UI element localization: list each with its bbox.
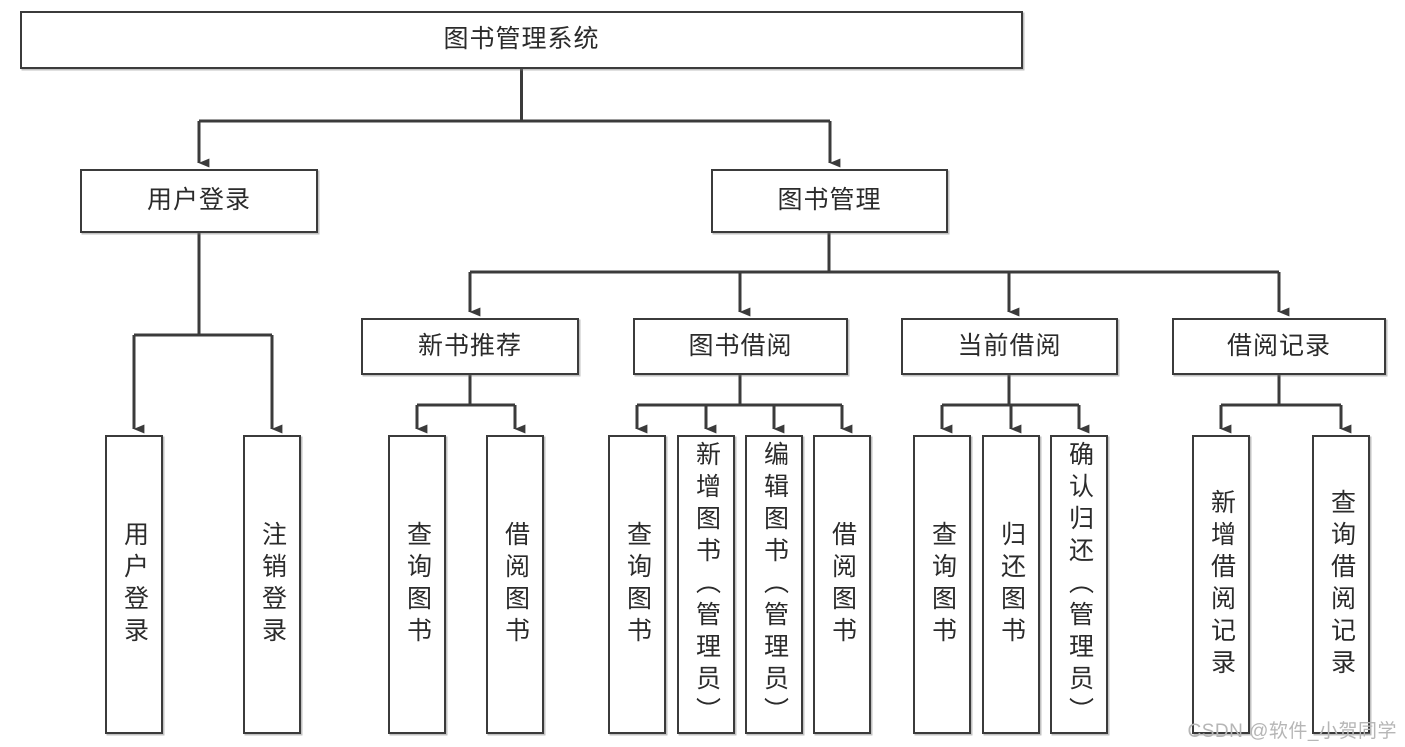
node-label: 用户登录 <box>120 520 149 649</box>
leaf-node-query-books-current[interactable]: 查询图书 <box>913 435 971 734</box>
node-label: 借阅记录 <box>1226 331 1331 360</box>
leaf-node-borrow-books-recommendation[interactable]: 借阅图书 <box>486 435 544 734</box>
leaf-node-logout[interactable]: 注销登录 <box>243 435 301 734</box>
leaf-node-borrow-books-borrowing[interactable]: 借阅图书 <box>813 435 871 734</box>
node-label: 查询图书 <box>623 520 652 649</box>
leaf-node-query-borrowing-record[interactable]: 查询借阅记录 <box>1312 435 1370 734</box>
node-label: 查询图书 <box>403 520 432 649</box>
node-book-management[interactable]: 图书管理 <box>711 169 948 233</box>
leaf-node-return-books[interactable]: 归还图书 <box>982 435 1040 734</box>
node-label: 借阅图书 <box>501 520 530 649</box>
node-label: 新书推荐 <box>417 331 522 360</box>
leaf-node-confirm-return-admin[interactable]: 确认归还（管理员） <box>1050 435 1108 734</box>
leaf-node-add-borrowing-record[interactable]: 新增借阅记录 <box>1192 435 1250 734</box>
node-label: 新增图书（管理员） <box>692 440 721 729</box>
node-borrowing-records[interactable]: 借阅记录 <box>1172 318 1386 375</box>
node-label: 图书管理系统 <box>443 25 600 54</box>
node-label: 查询借阅记录 <box>1327 488 1356 681</box>
leaf-node-edit-book-admin[interactable]: 编辑图书（管理员） <box>745 435 803 734</box>
node-label: 图书借阅 <box>688 331 793 360</box>
watermark-text: CSDN @软件_小贺同学 <box>1187 721 1397 742</box>
node-new-book-recommendation[interactable]: 新书推荐 <box>361 318 579 375</box>
node-label: 编辑图书（管理员） <box>760 440 789 729</box>
node-book-borrowing[interactable]: 图书借阅 <box>633 318 848 375</box>
node-label: 借阅图书 <box>828 520 857 649</box>
node-label: 确认归还（管理员） <box>1065 440 1094 729</box>
node-label: 当前借阅 <box>957 331 1062 360</box>
leaf-node-add-book-admin[interactable]: 新增图书（管理员） <box>677 435 735 734</box>
leaf-node-query-books-borrowing[interactable]: 查询图书 <box>608 435 666 734</box>
node-label: 用户登录 <box>146 186 251 215</box>
leaf-node-query-books-recommendation[interactable]: 查询图书 <box>388 435 446 734</box>
node-label: 归还图书 <box>997 520 1026 649</box>
node-label: 新增借阅记录 <box>1207 488 1236 681</box>
node-label: 注销登录 <box>258 520 287 649</box>
node-label: 图书管理 <box>777 186 882 215</box>
node-user-login[interactable]: 用户登录 <box>80 169 318 233</box>
node-root-book-management-system[interactable]: 图书管理系统 <box>20 11 1023 69</box>
node-label: 查询图书 <box>928 520 957 649</box>
node-current-borrowing[interactable]: 当前借阅 <box>901 318 1118 375</box>
leaf-node-user-login[interactable]: 用户登录 <box>105 435 163 734</box>
